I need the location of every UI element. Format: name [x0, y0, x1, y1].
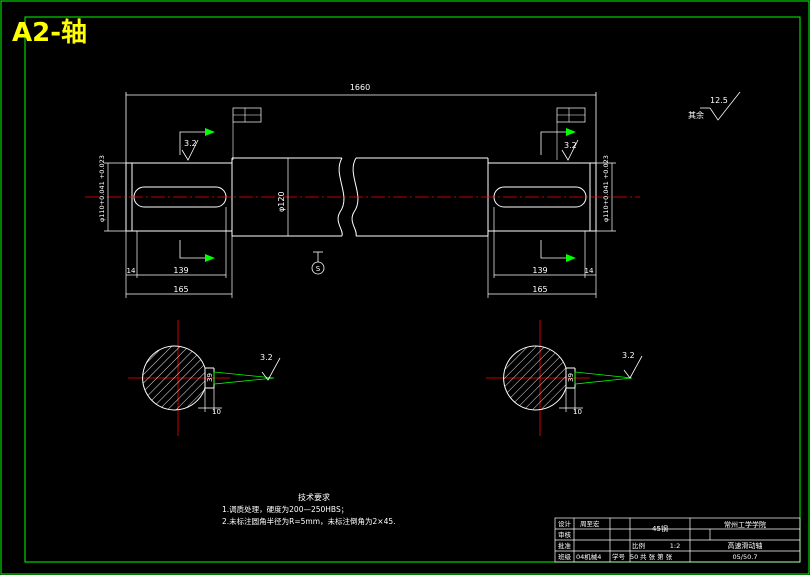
right-section-roughness: 3.2 — [622, 351, 635, 360]
right-end-diameter-text: φ110+0.041 +0.023 — [602, 155, 610, 222]
left-keyway-length: 139 — [173, 266, 188, 275]
scale-value: 1:2 — [670, 542, 680, 550]
right-section-depth: 39 — [567, 373, 575, 382]
drawing-number: 05/50.7 — [733, 553, 758, 561]
left-section-roughness: 3.2 — [260, 353, 273, 362]
school-name: 常州工学学院 — [724, 520, 766, 529]
right-shoulder-length: 165 — [532, 285, 547, 294]
roughness-symbol-right-journal — [561, 139, 579, 161]
section-arrow-top-right — [540, 131, 566, 155]
roughness-symbol-left-journal — [181, 139, 199, 161]
checker-label: 审核 — [558, 530, 572, 539]
title-block-grid — [554, 517, 801, 563]
class-value: 04机械4 — [576, 552, 601, 561]
material: 45钢 — [652, 524, 668, 533]
datum-circle — [311, 261, 325, 275]
right-keyway-length: 139 — [532, 266, 547, 275]
left-section-depth: 39 — [206, 373, 214, 382]
left-end-diameter-dim — [104, 162, 126, 232]
sheet-info: 共 张 第 张 — [640, 552, 673, 561]
right-section-width: 10 — [573, 408, 582, 416]
datum-symbol-text: S — [316, 265, 321, 273]
left-section-view — [128, 320, 281, 436]
general-roughness-note: 其余 — [688, 110, 704, 120]
mid-diameter-text: φ120 — [277, 191, 286, 212]
section-arrow-top-left — [179, 131, 205, 155]
right-bottom-dims — [487, 207, 597, 298]
approver-label: 批准 — [558, 541, 572, 550]
student-value: 50 — [630, 553, 638, 561]
tech-requirements-title: 技术要求 — [298, 492, 330, 502]
sheet-label: A2-轴 — [12, 18, 88, 48]
arrowhead-bottom-right — [566, 254, 576, 262]
overall-length-dimension — [125, 92, 597, 165]
left-bottom-dims — [125, 207, 233, 298]
general-roughness-value: 12.5 — [710, 96, 728, 105]
part-name: 高速滑动轴 — [728, 541, 763, 550]
roughness-right-journal-text: 3.2 — [564, 141, 577, 150]
section-arrow-bottom-left — [179, 240, 205, 259]
right-end-diameter-dim — [596, 162, 616, 232]
right-section-view — [486, 320, 643, 436]
left-end-diameter-text: φ110+0.041 +0.023 — [98, 155, 106, 222]
overall-length-text: 1660 — [350, 83, 370, 92]
tech-requirements-line1: 1.调质处理，硬度为200—250HBS； — [222, 504, 348, 514]
left-offset: 14 — [127, 267, 136, 275]
general-roughness-symbol — [700, 91, 741, 121]
roughness-left-journal-text: 3.2 — [184, 139, 197, 148]
left-shoulder-length: 165 — [173, 285, 188, 294]
student-label: 学号 — [612, 552, 626, 561]
tech-requirements-line2: 2.未标注圆角半径为R=5mm，未标注倒角为2×45. — [222, 516, 396, 526]
arrowhead-bottom-left — [205, 254, 215, 262]
class-label: 班级 — [558, 552, 572, 561]
designer-name: 周至宏 — [580, 519, 600, 528]
arrowhead-top-right — [566, 128, 576, 136]
section-arrow-bottom-right — [540, 240, 566, 259]
designer-label: 设计 — [558, 519, 572, 528]
left-section-width: 10 — [212, 408, 221, 416]
arrowhead-top-left — [205, 128, 215, 136]
scale-label: 比例 — [632, 541, 645, 550]
inner-frame — [24, 16, 801, 563]
right-offset: 14 — [585, 267, 594, 275]
